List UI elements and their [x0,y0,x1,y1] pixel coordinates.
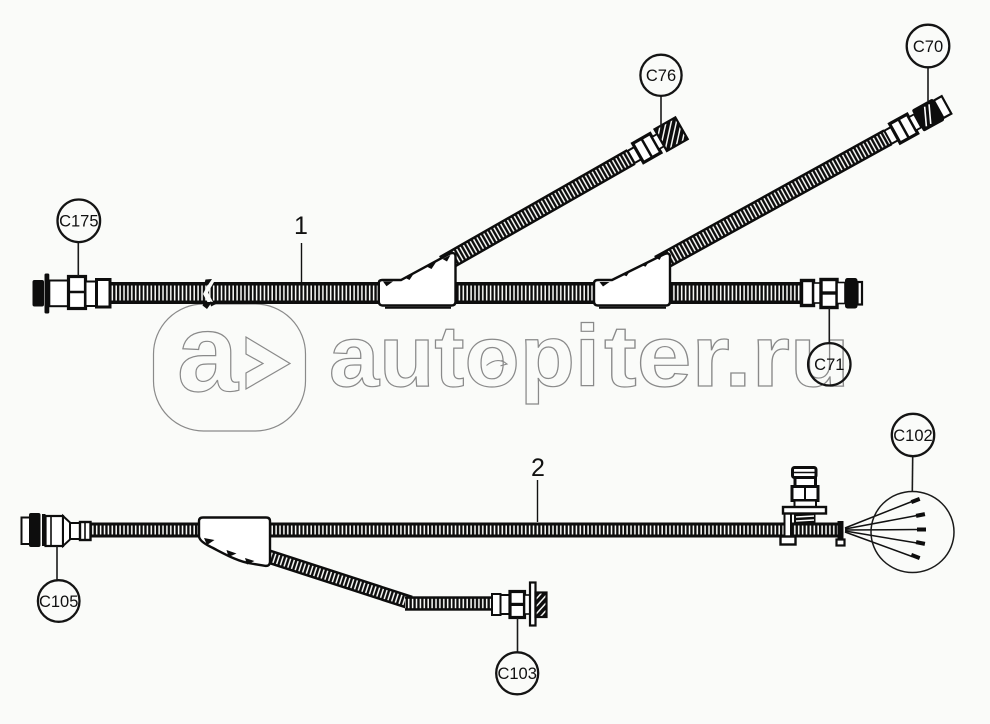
svg-text:C175: C175 [59,213,98,231]
svg-text:C76: C76 [646,67,676,85]
svg-text:C102: C102 [893,427,932,445]
svg-text:C70: C70 [913,38,943,56]
svg-text:C71: C71 [814,356,844,374]
svg-text:1: 1 [294,212,308,240]
svg-text:ter.ru: ter.ru [604,308,850,405]
svg-text:a: a [177,292,239,415]
svg-text:C103: C103 [497,665,536,683]
svg-text:C105: C105 [39,593,78,611]
svg-text:autopi: autopi [329,308,600,405]
svg-text:2: 2 [531,454,545,482]
